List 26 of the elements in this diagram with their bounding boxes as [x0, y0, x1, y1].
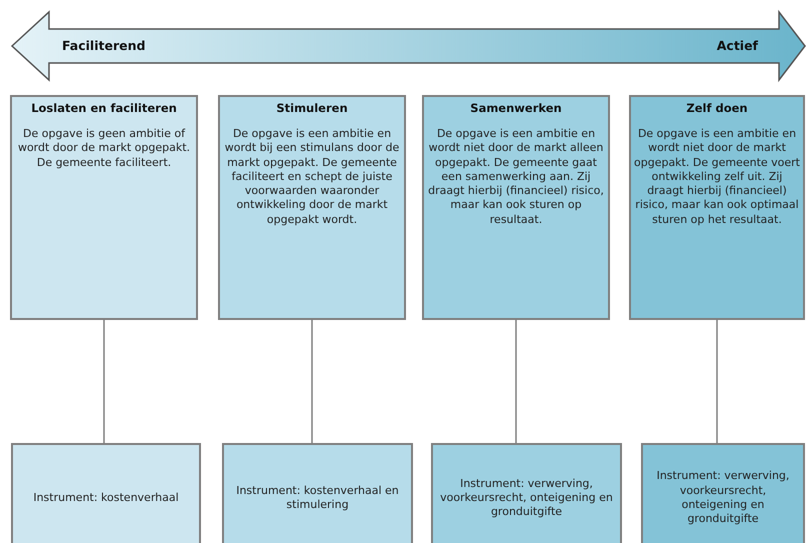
- scale-label: Faciliterend: [62, 38, 146, 53]
- box-text: De opgave is een ambitie en wordt niet door de markt alleen opgepakt. De gemeente gaat een samenwerking aan. Zij draagt hierbij (financieel) risico, maar kan ook sturen op resultaat.: [427, 127, 605, 228]
- role-box: [422, 95, 610, 320]
- instrument-box: [222, 443, 413, 543]
- connector-line: [103, 320, 105, 443]
- box-text: Instrument: kostenverhaal en stimulering: [235, 484, 400, 512]
- role-box: [218, 95, 406, 320]
- box-text: Instrument: verwerving, voorkeursrecht, onteigening en gronduitgifte: [439, 476, 614, 520]
- box-heading: Samenwerken: [470, 101, 562, 115]
- box-text: De opgave is geen ambitie of wordt door de markt opgepakt. De gemeente faciliteert.: [16, 127, 192, 170]
- box-heading: Stimuleren: [276, 101, 348, 115]
- box-heading: Loslaten en faciliteren: [31, 101, 177, 115]
- box-text: De opgave is een ambitie en wordt bij een stimulans door de markt opgepakt. De gemeente faciliteert en schept de juiste voorwaarden waaronder ontwikkeling door de markt opgepakt wordt.: [224, 127, 400, 228]
- scale-label: Actief: [716, 38, 758, 53]
- box-text: De opgave is een ambitie en wordt niet door de markt opgepakt. De gemeente voert ontwikkeling zelf uit. Zij draagt hierbij (financieel) risico, maar kan ook optimaal sturen op het resultaat.: [634, 127, 800, 228]
- box-heading: Zelf doen: [686, 101, 748, 115]
- role-box: [10, 95, 198, 320]
- role-box: [629, 95, 805, 320]
- instrument-box: [431, 443, 622, 543]
- connector-line: [311, 320, 313, 443]
- box-text: Instrument: kostenverhaal: [33, 490, 179, 506]
- connector-line: [515, 320, 517, 443]
- box-text: Instrument: verwerving, voorkeursrecht, onteigening en gronduitgifte: [656, 469, 790, 527]
- instrument-box: [11, 443, 201, 543]
- connector-line: [716, 320, 718, 443]
- instrument-box: [641, 443, 805, 543]
